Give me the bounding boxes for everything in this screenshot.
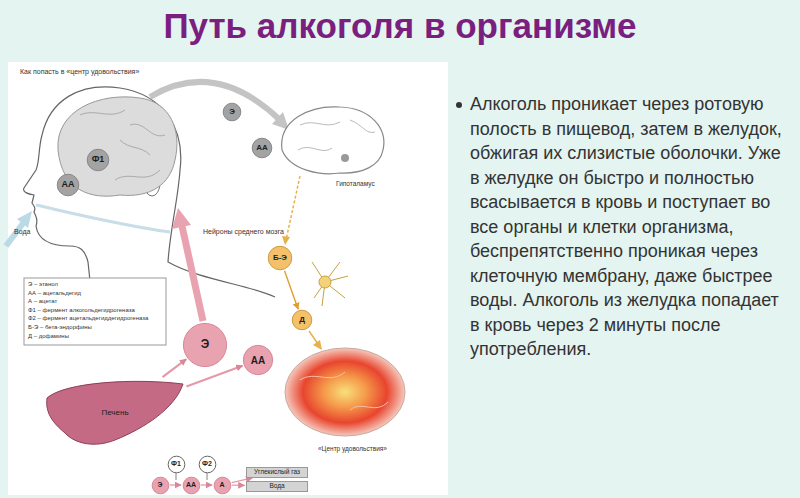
caption-label: Б-Э – бета-эндорфины: [28, 324, 92, 331]
circle-outline: [243, 345, 272, 374]
process-box: Углекислый газ: [246, 467, 308, 478]
circle-node: АА: [252, 138, 272, 158]
node-text: Э: [201, 338, 210, 351]
blood-arrow: [182, 226, 203, 321]
title: Путь алкоголя в организме: [0, 6, 800, 46]
caption-label: Нейроны среднего мозга: [203, 228, 284, 236]
node-text: Углекислый газ: [254, 468, 300, 475]
node-text: Вода: [269, 482, 284, 489]
arrow-connector: [186, 366, 242, 387]
bullet: [456, 102, 462, 108]
blood-arrow-head: [172, 208, 191, 229]
node-text: Ф1: [92, 155, 105, 165]
legend-box: [24, 278, 166, 345]
caption-label: Ф1 – фермент алкогольдегидрогеназа: [28, 307, 135, 314]
circle-outline: [199, 456, 216, 473]
circle-outline: [292, 310, 312, 330]
node-text: Ф2: [202, 460, 212, 468]
caption-label: Вода: [14, 228, 30, 236]
circle-outline: [268, 246, 292, 270]
circle-node: А: [214, 477, 231, 494]
circle-node: Э: [152, 477, 169, 494]
caption-label: АА – ацетальдегид: [28, 290, 81, 297]
circle-outline: [252, 138, 272, 158]
illustration-panel: [8, 62, 448, 495]
signal-head: [313, 340, 322, 350]
arrow-connector: [170, 484, 181, 485]
caption-label: Как попасть в «центр удовольствия»: [20, 68, 139, 76]
hypothalamus: [341, 154, 349, 162]
signal-line: [309, 331, 318, 344]
circle-outline: [57, 174, 79, 196]
node-text: АА: [62, 180, 75, 190]
node-text: А: [219, 481, 224, 489]
description-text: Алкоголь проникает через ротовую полость…: [470, 92, 788, 362]
caption-label: Э – этанол: [28, 281, 58, 288]
circle-node: Э: [183, 323, 227, 367]
node-text: АА: [251, 355, 265, 366]
pleasure-center-brain: [285, 348, 405, 436]
circle-outline: [168, 456, 185, 473]
circle-node: Ф2: [199, 456, 216, 473]
circle-outline: [87, 149, 109, 171]
caption-label: Гипоталамус: [336, 180, 375, 187]
circle-outline: [183, 477, 200, 494]
circle-node: Д: [292, 310, 312, 330]
brain-gyri: [300, 372, 388, 410]
caption-label: «Центр удовольствия»: [318, 445, 387, 452]
signal-head: [282, 236, 290, 245]
node-text: Э: [158, 481, 163, 489]
neuron-dendrites: [312, 262, 348, 306]
circle-node: АА: [183, 477, 200, 494]
node-text: АА: [186, 481, 196, 489]
node-text: Печень: [101, 409, 128, 418]
circle-node: АА: [243, 345, 273, 375]
signal-line: [286, 176, 300, 240]
node-text: Э: [229, 108, 235, 117]
liver-outline: [47, 381, 183, 444]
caption-label: Ф2 – фермент ацетальдегиддегидрогеназа: [28, 315, 148, 322]
caption-label: Д – дофамины: [28, 333, 69, 340]
brain: [58, 97, 177, 196]
circle-node: Ф1: [87, 149, 109, 171]
arrow-connector: [163, 359, 187, 377]
organ-shape: Печень: [45, 378, 185, 448]
node-text: Б-Э: [273, 254, 287, 263]
arrow-connector: [201, 484, 212, 485]
circle-outline: [214, 477, 231, 494]
node-text: Д: [299, 316, 305, 325]
process-box: Вода: [246, 481, 308, 492]
brain-gyri: [80, 110, 165, 180]
circle-outline: [152, 477, 169, 494]
water-flow: [36, 205, 170, 232]
node-text: Ф1: [171, 460, 181, 468]
circle-node: Э: [223, 103, 241, 121]
circle-node: АА: [57, 174, 79, 196]
neuron: [319, 276, 331, 288]
brain-gyri: [298, 120, 375, 151]
arrow-connector: [285, 271, 299, 309]
circle-outline: [183, 323, 226, 366]
circle-node: Б-Э: [268, 246, 292, 270]
node-text: АА: [256, 144, 268, 153]
signal-arc: [150, 82, 280, 120]
arrow-connector: [232, 485, 245, 486]
head-outline: [24, 87, 181, 300]
caption-label: А – ацетат: [28, 298, 57, 305]
water-arrow-head: [17, 211, 32, 228]
brain: [282, 107, 384, 174]
circle-node: Ф1: [168, 456, 185, 473]
circle-outline: [223, 103, 241, 121]
